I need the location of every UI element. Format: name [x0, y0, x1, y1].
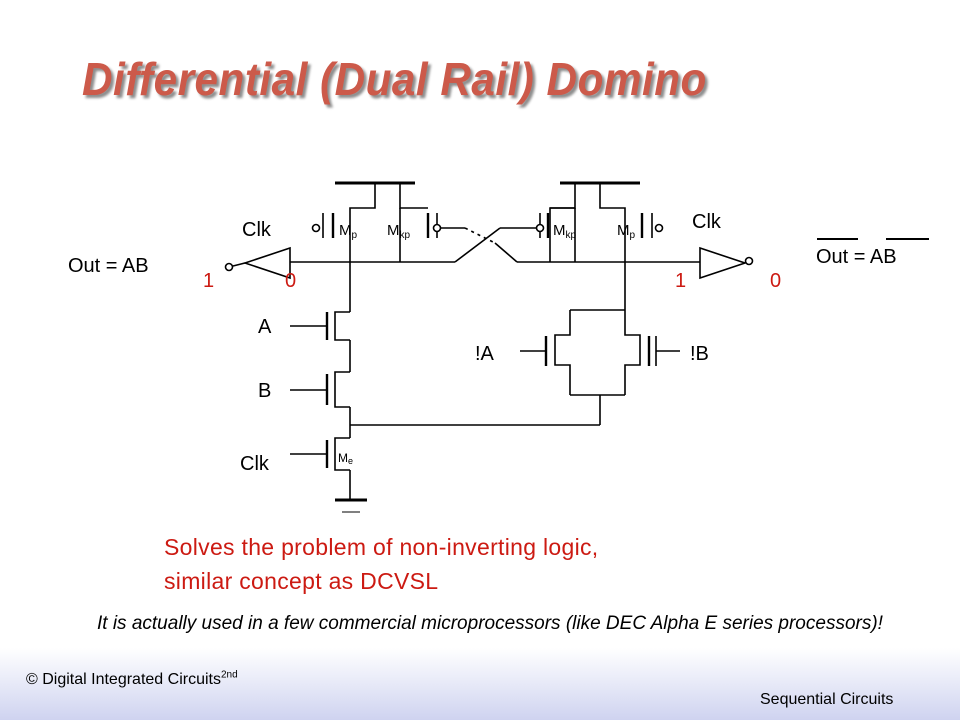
- left-inverter-input-value: 0: [285, 270, 296, 292]
- caption: Solves the problem of non-inverting logi…: [164, 530, 599, 598]
- input-not-b-label: !B: [690, 343, 709, 365]
- nmos-not-b: [624, 310, 680, 395]
- left-inverter-output-value: 1: [203, 270, 214, 292]
- caption-line-1: Solves the problem of non-inverting logi…: [164, 534, 599, 560]
- mkp-left-label: Mkp: [387, 222, 411, 241]
- caption-line-2: similar concept as DCVSL: [164, 568, 439, 594]
- footer-section-title: Sequential Circuits: [760, 691, 894, 708]
- footer-copyright: © Digital Integrated Circuits2nd: [26, 669, 238, 688]
- mkp-right-label: Mkp: [553, 222, 577, 241]
- nmos-b: [290, 371, 350, 408]
- right-inverter-input-value: 1: [675, 270, 686, 292]
- input-not-a-label: !A: [475, 343, 495, 365]
- mp-left-transistor: [311, 183, 376, 262]
- mkp-right-transistor: [535, 183, 576, 262]
- output-label-left: Out = AB: [68, 255, 149, 277]
- right-inverter-output-value: 0: [770, 270, 781, 292]
- mkp-left-transistor: [399, 183, 442, 262]
- footer-band: [0, 648, 960, 720]
- usage-note: It is actually used in a few commercial …: [97, 613, 883, 634]
- mp-right-label: Mp: [617, 222, 636, 241]
- mp-left-label: Mp: [339, 222, 358, 241]
- clk-label-bottom: Clk: [240, 453, 270, 475]
- me-label: Me: [338, 451, 353, 466]
- inverter-left: [224, 246, 291, 280]
- nmos-me: [290, 437, 350, 471]
- input-b-label: B: [258, 380, 271, 402]
- input-a-label: A: [258, 316, 272, 338]
- clk-label-right-top: Clk: [692, 211, 722, 233]
- mp-right-transistor: [599, 183, 664, 310]
- nmos-not-a: [520, 310, 571, 395]
- output-label-right: Out = AB: [816, 246, 897, 268]
- slide-title: Differential (Dual Rail) Domino: [82, 53, 707, 105]
- clk-label-left-top: Clk: [242, 219, 272, 241]
- inverter-right: [699, 246, 754, 280]
- nmos-a: [290, 311, 350, 341]
